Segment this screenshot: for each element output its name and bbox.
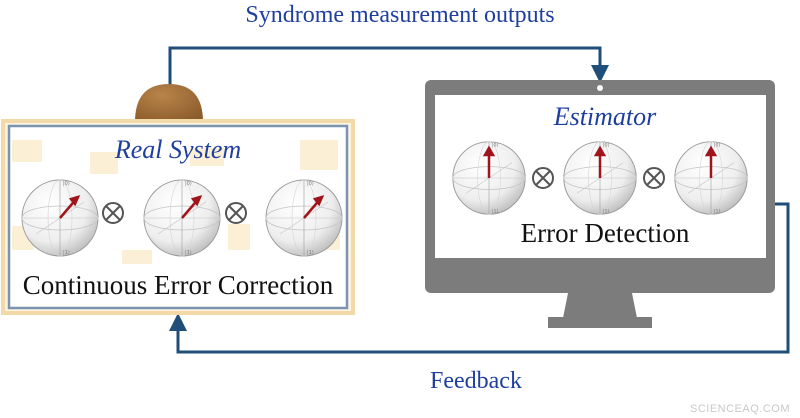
real-system-title: Real System [114,135,242,164]
estimator-title: Estimator [553,102,657,131]
syndrome-arrow [168,46,609,88]
estimator-caption: Error Detection [520,218,690,248]
state-vectors [59,195,325,219]
syndrome-label: Syndrome measurement outputs [245,2,555,28]
tensor-product-icon [532,167,554,189]
real-system-caption: Continuous Error Correction [22,270,334,300]
estimator-qubits [452,141,748,215]
real-system-qubits [21,179,343,257]
tensor-product-icon [102,202,124,224]
watermark: SCIENCEAQ.COM [689,403,790,415]
feedback-label: Feedback [430,368,522,394]
dome-sensor-icon [135,84,203,122]
feedback-arrow [169,202,790,354]
tensor-product-icon [643,167,665,189]
tensor-product-icon [225,202,247,224]
estimator-state-vectors [482,145,718,178]
